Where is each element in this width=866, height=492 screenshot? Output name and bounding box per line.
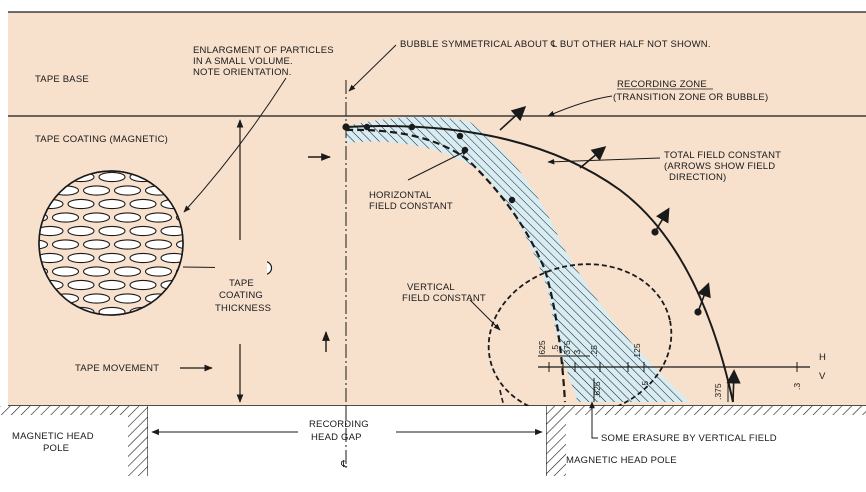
particle-ellipse [67, 279, 95, 291]
particle-ellipse [82, 239, 111, 250]
particle-ellipse [51, 266, 80, 277]
particle-ellipse [67, 252, 95, 264]
head-gap-area [148, 406, 546, 492]
thickness-label-2: COATING [219, 290, 263, 301]
particle-circle-outline [38, 170, 184, 316]
particle-ellipse [39, 239, 49, 250]
particle-ellipse [129, 252, 157, 264]
bubble-note-label: BUBBLE SYMMETRICAL ABOUT ℄ BUT OTHER HAL… [400, 39, 711, 50]
particle-ellipse [67, 225, 95, 237]
centerline-symbol: ℄ [340, 459, 348, 470]
horizontal-field-leader [407, 149, 469, 181]
particle-ellipse [98, 171, 126, 183]
vertical-field-label-1: VERTICAL [407, 282, 455, 293]
particle-ellipse [113, 185, 142, 196]
particle-ellipse [113, 239, 142, 250]
tick-label-4: .3 [572, 350, 582, 357]
particle-ellipse [67, 198, 95, 210]
tick-label-6: .125 [632, 343, 642, 360]
transition-zone-label: (TRANSITION ZONE OR BUBBLE) [613, 92, 768, 103]
h-axis-label: H [819, 352, 826, 363]
total-field-label-3: DIRECTION) [669, 172, 726, 183]
left-head-pole-top [0, 406, 148, 415]
particle-ellipse [144, 239, 173, 250]
right-head-pole-top [546, 406, 866, 415]
particle-ellipse [98, 279, 126, 291]
left-pole-label-1: MAGNETIC HEAD [12, 431, 94, 442]
total-field-leader [547, 157, 661, 165]
recording-zone-band [346, 116, 690, 402]
thickness-label-gap [215, 240, 267, 344]
particle-ellipse [82, 293, 111, 304]
vertical-field-leader [469, 299, 501, 331]
particle-ellipse [129, 198, 157, 210]
tick-label-9: .375 [713, 383, 723, 400]
erasure-leader [589, 401, 598, 439]
v-axis-label: V [819, 371, 826, 382]
vertical-field-label-2: FIELD CONSTANT [402, 293, 486, 304]
particle-ellipse [175, 239, 183, 250]
particle-ellipse [98, 198, 126, 210]
particle-ellipse [113, 266, 142, 277]
left-pole-label-2: POLE [43, 443, 69, 454]
particle-ellipse [39, 225, 64, 237]
axis-ticks [548, 362, 798, 372]
particle-ellipse [82, 212, 111, 223]
total-field-label-2: (ARROWS SHOW FIELD [664, 161, 775, 172]
tick-label-3: .375 [562, 340, 572, 357]
particle-ellipse [82, 185, 111, 196]
left-head-pole-face [128, 406, 148, 476]
tick-label-7: .5 [640, 381, 650, 388]
recording-zone-leader [547, 95, 613, 117]
tick-label-8: .625 [592, 381, 602, 398]
recording-zone-label: RECORDING ZONE [617, 79, 707, 90]
right-pole-label: MAGNETIC HEAD POLE [566, 455, 677, 466]
erasure-label: SOME ERASURE BY VERTICAL FIELD [601, 433, 777, 444]
particle-ellipse [160, 225, 183, 237]
tick-labels: .625 .5 .375 .3 .25 .125 .5 .625 .375 .3 [537, 340, 802, 400]
particle-ellipse [82, 266, 111, 277]
left-head-pole [0, 406, 148, 492]
tick-label-1: .625 [537, 340, 547, 357]
particle-ellipse [129, 225, 157, 237]
tape-movement-label: TAPE MOVEMENT [75, 363, 159, 374]
particle-ellipse [113, 212, 142, 223]
total-field-curve [345, 125, 734, 403]
particle-ellipse [113, 293, 142, 304]
horizontal-field-label-2: FIELD CONSTANT [369, 201, 453, 212]
particle-ellipse [51, 239, 80, 250]
enlargement-label-1: ENLARGMENT OF PARTICLES [193, 45, 334, 56]
right-head-pole [546, 406, 866, 492]
particle-ellipse [129, 279, 157, 291]
particle-ellipse [175, 212, 183, 223]
particle-ellipse [98, 252, 126, 264]
total-field-label-1: TOTAL FIELD CONSTANT [664, 150, 781, 161]
bubble-note-leader [348, 44, 397, 92]
enlargement-label-3: NOTE ORIENTATION. [193, 67, 292, 78]
tape-coating-label: TAPE COATING (MAGNETIC) [35, 134, 168, 145]
horizontal-field-curve [345, 128, 567, 403]
tick-label-2: .5 [550, 345, 560, 352]
tape-base-label: TAPE BASE [35, 74, 89, 85]
recording-gap-label-2: HEAD GAP [311, 432, 362, 443]
measure-lines [593, 378, 729, 402]
thickness-label-3: THICKNESS [215, 303, 271, 314]
enlargement-label-2: IN A SMALL VOLUME. [193, 56, 293, 67]
thickness-label-1: TAPE [229, 278, 254, 289]
tick-label-5: .25 [589, 345, 599, 357]
right-head-pole-face [546, 406, 566, 476]
particle-ellipse [144, 212, 173, 223]
particle-ellipse [98, 225, 126, 237]
particle-ellipse [39, 252, 64, 264]
particle-ellipse [51, 212, 80, 223]
field-direction-arrows [499, 106, 741, 403]
particle-ellipse [144, 266, 173, 277]
recording-gap-label-1: RECORDING [309, 419, 369, 430]
tick-label-10: .3 [792, 383, 802, 390]
horizontal-field-label-1: HORIZONTAL [369, 190, 432, 201]
